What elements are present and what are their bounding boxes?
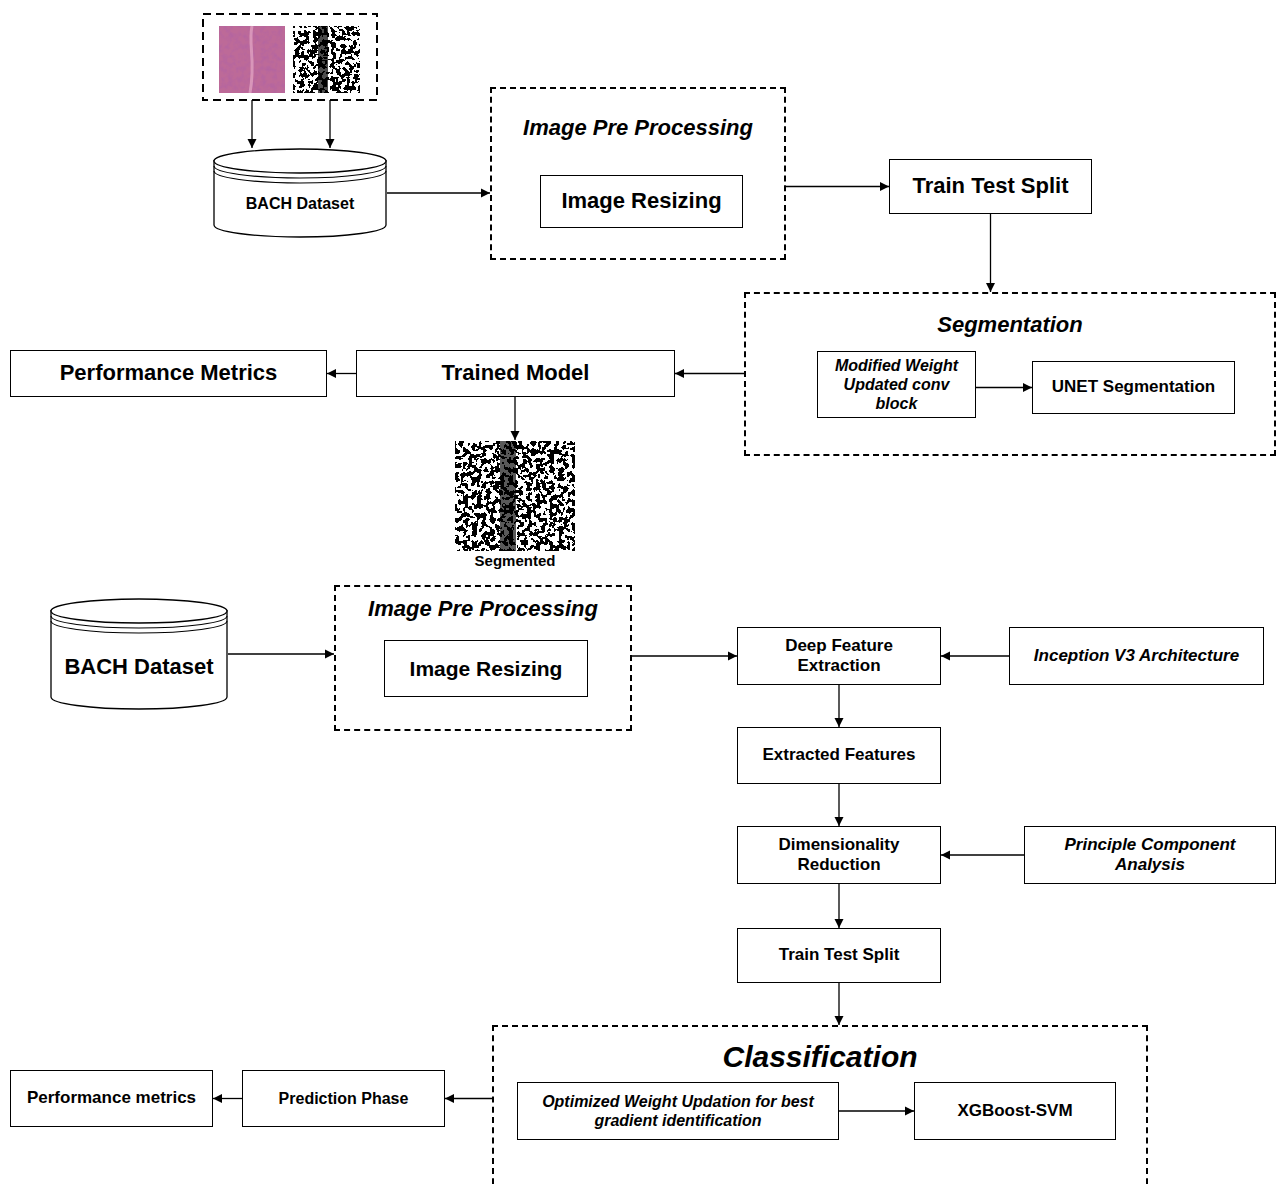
process-box: Image Resizing: [540, 175, 743, 228]
arrow-connector: [941, 854, 1024, 855]
node-label: BACH Dataset: [64, 654, 213, 680]
process-box: UNET Segmentation: [1032, 361, 1235, 414]
node-label: Inception V3 Architecture: [1034, 646, 1239, 666]
segmented-image: [455, 441, 575, 551]
arrow-connector: [976, 387, 1032, 388]
node-label: Image Resizing: [410, 656, 563, 681]
process-box: Train Test Split: [737, 928, 941, 983]
group-heading: Image Pre Processing: [492, 115, 784, 141]
image-arrow: [251, 100, 252, 148]
node-label: UNET Segmentation: [1052, 377, 1215, 397]
image-arrow: [329, 100, 330, 148]
node-label: Prediction Phase: [279, 1089, 409, 1108]
mask-dark-band: [318, 26, 328, 93]
arrow-connector: [387, 192, 490, 193]
node-label: Train Test Split: [779, 945, 900, 965]
group-frame: Image Pre ProcessingImage Resizing: [334, 585, 632, 731]
process-box: Modified Weight Updated conv block: [817, 351, 976, 419]
arrow-connector: [786, 186, 889, 187]
arrow-connector: [838, 685, 839, 727]
node-label: BACH Dataset: [246, 194, 354, 213]
output-arrow: [514, 397, 515, 440]
arrow-connector: [228, 653, 334, 654]
group-frame: SegmentationModified Weight Updated conv…: [744, 292, 1276, 456]
process-box: Dimensionality Reduction: [737, 826, 941, 884]
node-label: Optimized Weight Updation for best gradi…: [523, 1092, 833, 1130]
arrow-connector: [838, 884, 839, 928]
node-label: XGBoost-SVM: [957, 1101, 1072, 1121]
histology-image: [219, 26, 285, 93]
histology-texture: [219, 26, 285, 93]
arrow-connector: [838, 784, 839, 826]
arrow-connector: [838, 983, 839, 1025]
process-box: Prediction Phase: [242, 1070, 445, 1127]
node-label: Train Test Split: [912, 173, 1068, 199]
arrow-connector: [675, 373, 744, 374]
dataset-cylinder: BACH Dataset: [213, 148, 387, 238]
process-box: XGBoost-SVM: [914, 1082, 1116, 1140]
node-label: Dimensionality Reduction: [743, 835, 935, 876]
node-label: Extracted Features: [762, 745, 915, 765]
arrow-connector: [327, 373, 356, 374]
process-box: Principle Component Analysis: [1024, 826, 1276, 884]
group-heading: Segmentation: [746, 312, 1274, 338]
process-box: Trained Model: [356, 350, 675, 397]
group-heading: Classification: [494, 1039, 1146, 1075]
dataset-cylinder: BACH Dataset: [50, 598, 228, 710]
arrow-connector: [445, 1098, 492, 1099]
node-label: Trained Model: [442, 360, 590, 386]
process-box: Performance metrics: [10, 1070, 213, 1127]
node-label: Deep Feature Extraction: [743, 636, 935, 677]
mask-image: [293, 26, 360, 93]
process-box: Extracted Features: [737, 727, 941, 784]
segmented-dark-band: [500, 441, 516, 551]
node-label: Performance Metrics: [60, 360, 278, 386]
node-label: Principle Component Analysis: [1030, 835, 1270, 876]
arrow-connector: [990, 214, 991, 292]
arrow-connector: [839, 1110, 914, 1111]
arrow-connector: [213, 1098, 242, 1099]
process-box: Inception V3 Architecture: [1009, 627, 1264, 685]
node-label: Image Resizing: [561, 188, 721, 214]
process-box: Deep Feature Extraction: [737, 627, 941, 685]
image-caption: Segmented: [440, 552, 590, 569]
arrow-connector: [941, 655, 1009, 656]
group-frame: Image Pre ProcessingImage Resizing: [490, 87, 786, 260]
process-box: Optimized Weight Updation for best gradi…: [517, 1082, 839, 1140]
process-box: Train Test Split: [889, 159, 1092, 214]
arrow-connector: [632, 655, 737, 656]
node-label: Modified Weight Updated conv block: [823, 356, 970, 414]
segmented-texture: [455, 441, 575, 551]
image-group-frame: [203, 14, 377, 100]
group-frame: ClassificationOptimized Weight Updation …: [492, 1025, 1148, 1184]
histology-streak: [250, 26, 252, 93]
process-box: Performance Metrics: [10, 350, 327, 397]
cylinder-outline: [213, 148, 387, 238]
process-box: Image Resizing: [384, 640, 588, 697]
node-label: Performance metrics: [27, 1088, 196, 1108]
group-heading: Image Pre Processing: [336, 596, 630, 622]
mask-texture: [293, 26, 360, 93]
